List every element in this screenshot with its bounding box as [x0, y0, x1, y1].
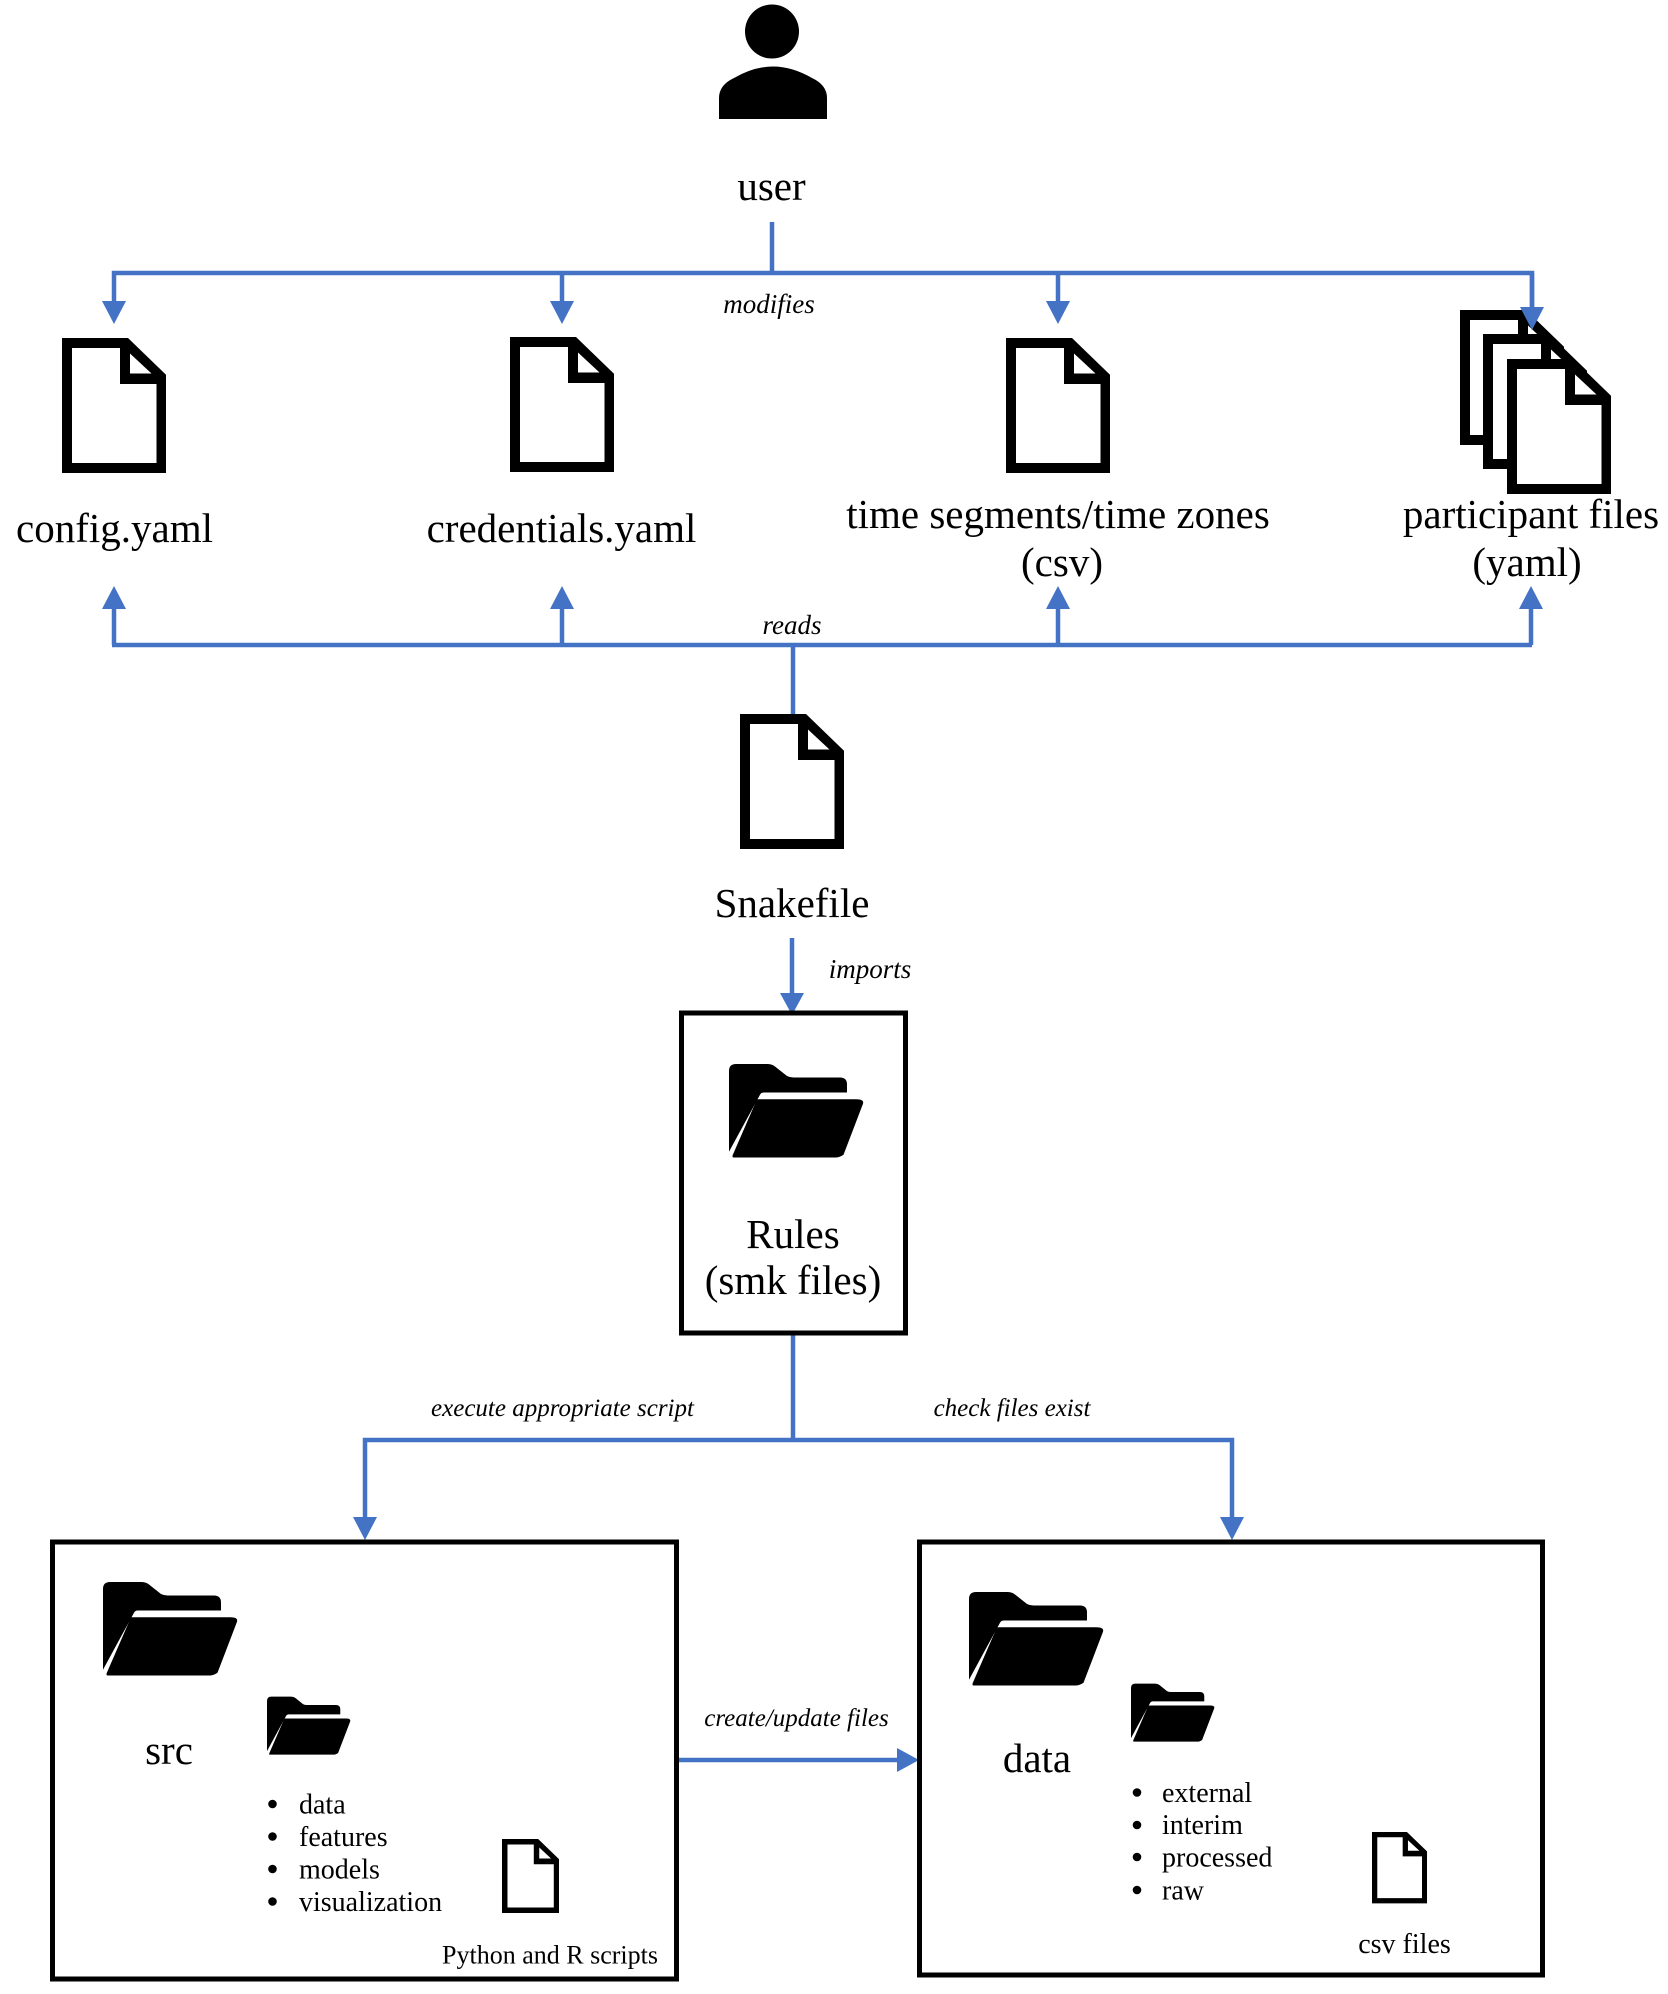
- svg-text:credentials.yaml: credentials.yaml: [427, 505, 697, 551]
- svg-text:interim: interim: [1162, 1810, 1243, 1841]
- svg-text:reads: reads: [763, 610, 822, 640]
- svg-text:processed: processed: [1162, 1843, 1272, 1874]
- svg-text:execute appropriate script: execute appropriate script: [431, 1395, 695, 1422]
- svg-text:models: models: [299, 1855, 380, 1886]
- svg-text:visualization: visualization: [299, 1887, 442, 1918]
- svg-text:Python and R scripts: Python and R scripts: [442, 1941, 658, 1970]
- svg-text:src: src: [145, 1727, 193, 1773]
- svg-text:data: data: [299, 1790, 346, 1821]
- svg-text:time segments/time zones: time segments/time zones: [846, 491, 1270, 537]
- svg-text:raw: raw: [1162, 1876, 1205, 1907]
- svg-text:data: data: [1003, 1735, 1071, 1781]
- svg-text:features: features: [299, 1822, 388, 1853]
- svg-text:csv files: csv files: [1358, 1929, 1451, 1960]
- svg-text:(yaml): (yaml): [1472, 539, 1581, 585]
- svg-text:check files exist: check files exist: [934, 1395, 1092, 1422]
- svg-text:participant files: participant files: [1403, 491, 1659, 537]
- svg-text:external: external: [1162, 1778, 1252, 1809]
- svg-text:imports: imports: [829, 954, 912, 984]
- svg-text:Snakefile: Snakefile: [715, 880, 870, 926]
- svg-text:modifies: modifies: [723, 289, 815, 319]
- svg-text:Rules: Rules: [746, 1211, 839, 1257]
- svg-text:(csv): (csv): [1021, 539, 1103, 585]
- svg-text:user: user: [737, 163, 806, 209]
- svg-text:config.yaml: config.yaml: [16, 505, 213, 551]
- svg-text:create/update files: create/update files: [704, 1705, 888, 1732]
- svg-text:(smk files): (smk files): [705, 1257, 882, 1303]
